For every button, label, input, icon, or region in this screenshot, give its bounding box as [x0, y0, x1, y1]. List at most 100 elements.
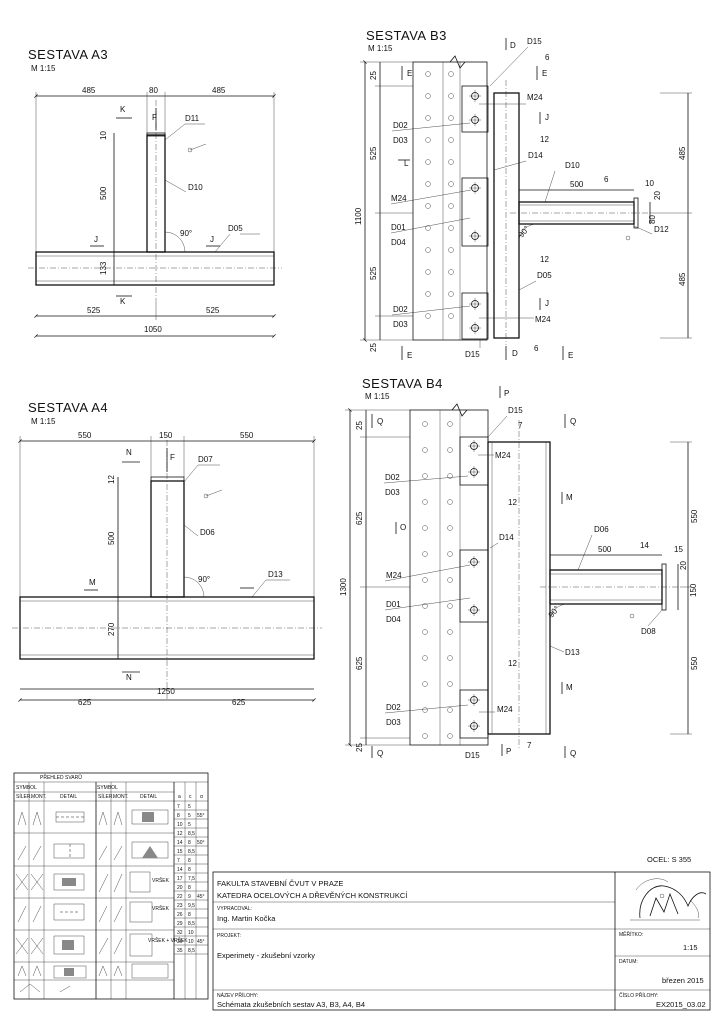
b3-plate: [461, 177, 489, 247]
a4-label: D06: [200, 528, 215, 537]
b3-plate: [461, 85, 489, 133]
b4-dim: 1300: [339, 578, 348, 596]
b4-cut: Q: [377, 749, 383, 758]
b3-label: D03: [393, 136, 408, 145]
b3-dim: 12: [540, 135, 549, 144]
a4-dim: 625: [232, 698, 246, 707]
b3-label: D15: [527, 37, 542, 46]
b4-dim: 25: [355, 743, 364, 752]
a3-beam: [35, 251, 275, 286]
weld-h-symbol: SYMBOL: [16, 785, 37, 791]
b4-cut: P: [506, 747, 511, 756]
assembly-b3: SESTAVA B3 M 1:15 90°: [354, 28, 692, 360]
weld-cell: 9,5: [188, 903, 195, 909]
b3-title: SESTAVA B3: [366, 28, 447, 43]
b3-label: D14: [528, 151, 543, 160]
b4-label: M24: [495, 451, 511, 460]
cvut-logo: [630, 878, 707, 921]
b3-dim: 12: [540, 255, 549, 264]
a4-label: D07: [198, 455, 213, 464]
a3-label: D11: [185, 114, 200, 123]
b3-dim: 1100: [354, 207, 363, 225]
b4-dim: 20: [679, 561, 688, 570]
b4-dim: 12: [508, 659, 517, 668]
b4-scale: M 1:15: [365, 392, 390, 401]
a3-scale: M 1:15: [31, 64, 56, 73]
b4-dim: 12: [508, 498, 517, 507]
weld-cell: 8: [188, 840, 191, 846]
weld-cell: 45°: [197, 939, 205, 945]
weld-cell: 12: [177, 831, 183, 837]
weld-cell: 35: [177, 948, 183, 954]
b4-dim: 14: [640, 541, 649, 550]
weld-h-detail: DETAIL: [140, 794, 157, 800]
b4-dim: 150: [689, 583, 698, 597]
tb-name-label: NÁZEV PŘÍLOHY:: [217, 991, 258, 999]
b3-cut: E: [407, 351, 412, 360]
a3-dim: 525: [87, 306, 101, 315]
assembly-a4: SESTAVA A4 M 1:15 90° 550 150 550 12 500…: [12, 400, 322, 707]
assembly-a3: SESTAVA A3 M 1:15 90° 485 80 485 10 500 …: [28, 47, 282, 338]
b4-label: D08: [641, 627, 656, 636]
b4-dim: 7: [518, 421, 523, 430]
b4-label: D15: [508, 406, 523, 415]
weld-cell: 8,5: [188, 921, 195, 927]
title-block: OCEL: S 355 FAKULTA STAVEBNÍ ČVUT V PRAZ…: [212, 855, 711, 1011]
a4-title: SESTAVA A4: [28, 400, 108, 415]
b4-dim: 625: [355, 656, 364, 670]
b3-label: D15: [465, 350, 480, 359]
weld-h-mont: MONT.: [31, 794, 47, 800]
b3-label: D12: [654, 225, 669, 234]
b3-cut: E: [542, 69, 547, 78]
a3-label: D05: [228, 224, 243, 233]
b3-dim: 25: [369, 71, 378, 80]
weld-note: VRŠEK + VRŠEK: [148, 937, 188, 944]
weld-cell: 10: [177, 822, 183, 828]
b4-label: D01: [386, 600, 401, 609]
weld-h-symbol: SYMBOL: [97, 785, 118, 791]
b3-label: M24: [535, 315, 551, 324]
a4-dim: 12: [107, 475, 116, 484]
b4-dim: 25: [355, 421, 364, 430]
tb-num: EX2015_03.02: [656, 1000, 706, 1009]
tb-date-label: DATUM:: [619, 959, 638, 965]
b4-label: M24: [386, 571, 402, 580]
b4-bolt-holes: [422, 421, 453, 739]
a3-dim: 525: [206, 306, 220, 315]
a4-dim: 625: [78, 698, 92, 707]
weld-col-alpha: α: [200, 794, 203, 800]
weld-cell: 5: [188, 822, 191, 828]
a3-cut: K: [120, 297, 126, 306]
a3-cut: J: [210, 235, 214, 244]
tb-num-label: ČÍSLO PŘÍLOHY:: [619, 991, 658, 999]
weld-col-a: a: [178, 794, 181, 800]
tb-school2: KATEDRA OCELOVÝCH A DŘEVĚNÝCH KONSTRUKCÍ: [217, 891, 408, 900]
b3-dim: 6: [545, 53, 550, 62]
b4-title: SESTAVA B4: [362, 376, 443, 391]
a4-dim: 270: [107, 622, 116, 636]
a4-dim: 1250: [157, 687, 175, 696]
weld-cell: 10: [188, 939, 194, 945]
b4-plate: [459, 436, 489, 486]
b3-label: D03: [393, 320, 408, 329]
b3-cut: J: [545, 299, 549, 308]
b4-label: M24: [497, 705, 513, 714]
b4-cut: Q: [377, 417, 383, 426]
b3-dim: 525: [369, 146, 378, 160]
weld-h-detail: DETAIL: [60, 794, 77, 800]
a4-cut: M: [89, 578, 96, 587]
b3-dim: 25: [369, 343, 378, 352]
b3-cut: D: [510, 41, 516, 50]
b4-dim: 15: [674, 545, 683, 554]
weld-col-c: c: [189, 794, 192, 800]
a3-cut: F: [152, 113, 157, 122]
b3-frame: [412, 61, 488, 341]
a4-cut: F: [170, 453, 175, 462]
weld-note: VRŠEK: [152, 905, 170, 912]
b4-bolts: [468, 440, 480, 732]
tb-scale-label: MĚŘÍTKO:: [619, 930, 643, 938]
b4-dim: 550: [690, 656, 699, 670]
weld-cell: 26: [177, 912, 183, 918]
weld-cell: 30: [177, 939, 183, 945]
